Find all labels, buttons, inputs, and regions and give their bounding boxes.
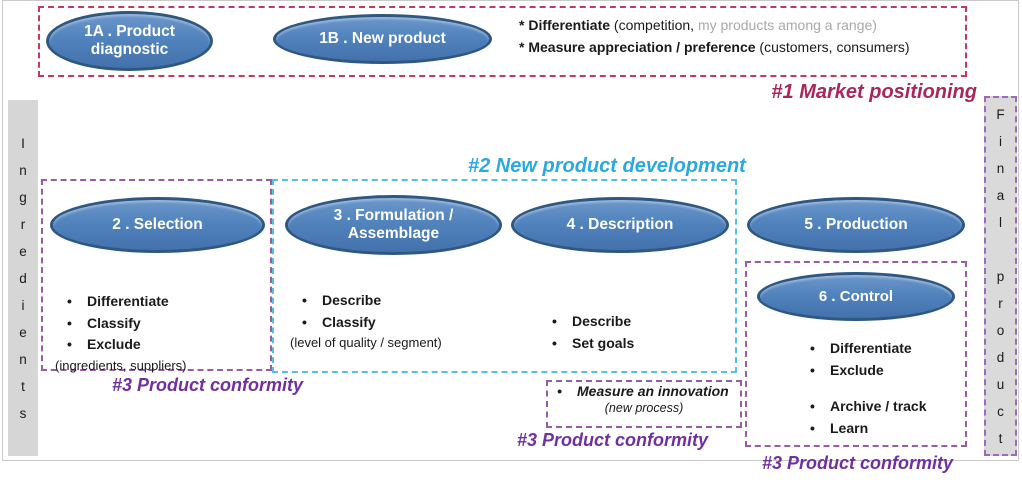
bullet-icon: • [552, 334, 557, 351]
node-2-label: 2 . Selection [112, 215, 203, 233]
list-item: •Archive / track [810, 396, 927, 418]
list-item: •Set goals [552, 333, 634, 355]
conformity-title-selection: #3 Product conformity [112, 375, 304, 395]
list-item: •Exclude [67, 334, 187, 356]
selection-bullet-list: •Differentiate •Classify •Exclude (ingre… [55, 291, 187, 374]
node-5-production: 5 . Production [747, 197, 965, 253]
bullet-icon: • [302, 292, 307, 308]
bullet-icon: • [302, 313, 307, 330]
node-6-control: 6 . Control [757, 272, 955, 321]
conformity-title-control: #3 Product conformity [762, 453, 954, 473]
list-item: •Describe [302, 290, 442, 312]
bullet-icon: • [67, 336, 72, 352]
innovation-box [546, 380, 742, 428]
slide-frame [2, 0, 1019, 461]
stage2-title: #2 New product development [468, 155, 746, 177]
node-6-label: 6 . Control [818, 287, 894, 305]
formulation-note: (level of quality / segment) [290, 335, 442, 350]
note-line-2: * Measure appreciation / preference (cus… [519, 38, 910, 55]
node-4-label: 4 . Description [566, 215, 674, 233]
bullet-icon: • [552, 313, 557, 329]
node-1b-new-product: 1B . New product [273, 14, 492, 64]
note-line-1: * Differentiate (competition, my product… [519, 17, 877, 33]
bullet-icon: • [557, 383, 562, 399]
bullet-icon: • [810, 340, 815, 356]
bullet-icon: • [810, 398, 815, 414]
control-conformity-box [745, 261, 967, 447]
node-3-formulation: 3 . Formulation / Assemblage [285, 195, 502, 255]
selection-note: (ingredients, suppliers) [55, 357, 187, 373]
node-5-label: 5 . Production [804, 215, 908, 233]
market-positioning-notes: * Differentiate (competition, my product… [519, 15, 910, 58]
list-item: •Classify [302, 312, 442, 334]
description-bullet-list: •Describe •Set goals [552, 311, 634, 354]
list-item: •Differentiate [67, 291, 187, 313]
list-item: •Differentiate [810, 338, 912, 360]
node-1b-label: 1B . New product [319, 29, 446, 47]
innovation-note: (new process) [604, 401, 684, 415]
list-item: •Classify [67, 313, 187, 335]
new-product-development-box [272, 179, 737, 373]
node-1a-product-diagnostic: 1A . Product diagnostic [46, 11, 213, 71]
bullet-icon: • [67, 314, 72, 331]
node-1a-label: 1A . Product diagnostic [84, 22, 175, 58]
conformity-title-description: #3 Product conformity [517, 430, 709, 450]
node-2-selection: 2 . Selection [50, 197, 265, 253]
node-4-description: 4 . Description [511, 197, 729, 253]
list-item: •Describe [552, 311, 634, 333]
control-bullet-list-a: •Differentiate •Exclude [810, 338, 912, 381]
market-positioning-box [38, 6, 967, 77]
formulation-bullet-list: •Describe •Classify (level of quality / … [290, 290, 442, 351]
node-3-label: 3 . Formulation / Assemblage [333, 206, 454, 242]
control-bullet-list-b: •Archive / track •Learn [810, 396, 927, 439]
bullet-icon: • [810, 361, 815, 378]
innovation-bullet: •Measure an innovation [557, 383, 729, 399]
list-item: •Learn [810, 418, 927, 440]
selection-conformity-box [41, 179, 272, 371]
bullet-icon: • [810, 419, 815, 436]
stage1-title: #1 Market positioning [771, 81, 977, 103]
list-item: •Exclude [810, 360, 912, 382]
bullet-icon: • [67, 293, 72, 309]
